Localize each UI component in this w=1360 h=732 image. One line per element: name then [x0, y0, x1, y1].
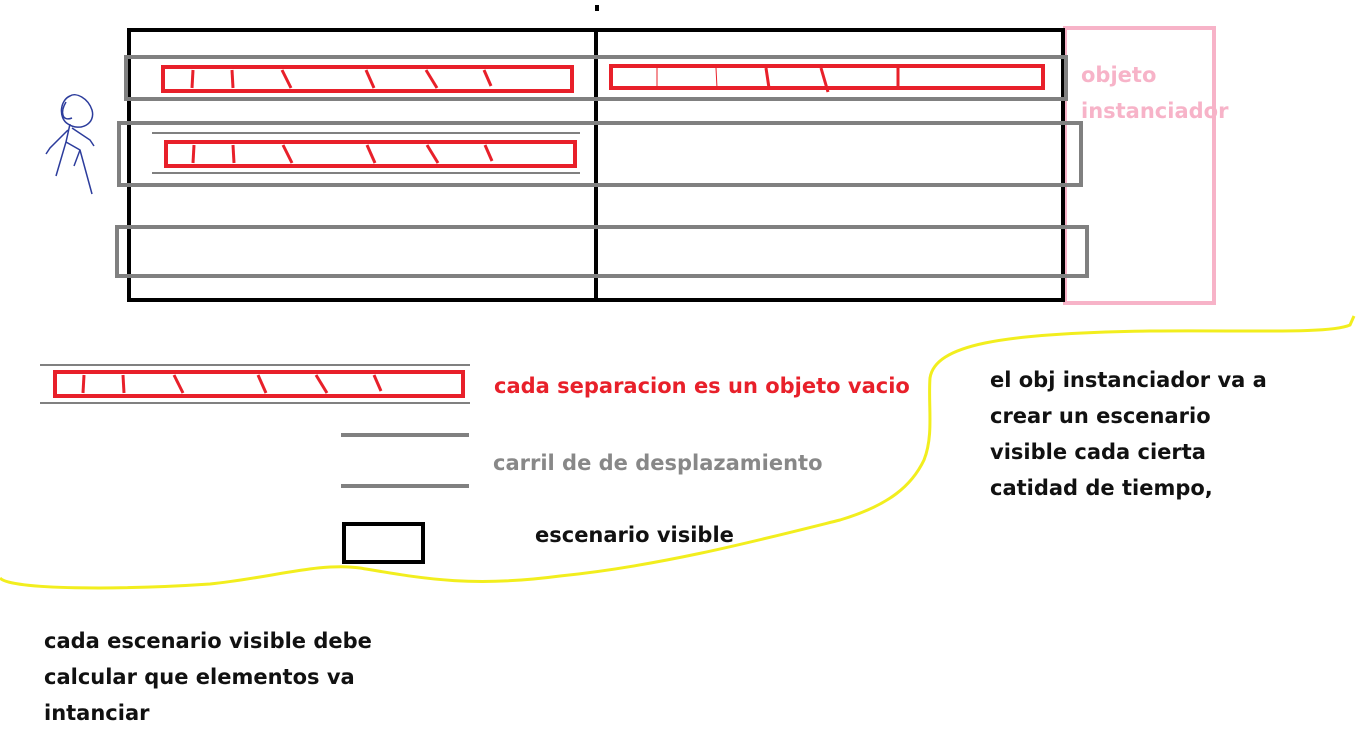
lane-3: [115, 225, 1089, 278]
yellow-boundary-line: [0, 315, 1356, 590]
stick-figure-icon: [45, 94, 95, 195]
legend-separator-swatch: [53, 370, 465, 398]
separator-lane1-right: [609, 64, 1045, 93]
legend-lane-label: carril de de desplazamiento: [493, 451, 823, 475]
legend-scenario-swatch: [342, 522, 425, 564]
legend-scenario-label: escenario visible: [535, 523, 734, 547]
scenario-box-right: [594, 28, 1065, 302]
separator-lane1-left: [161, 65, 574, 93]
legend-separator-label: cada separacion es un objeto vacio: [494, 374, 910, 398]
note-escenario: cada escenario visible debe calcular que…: [44, 629, 372, 725]
instanciador-label: objeto instanciador: [1081, 63, 1229, 123]
lane-1: [124, 55, 1068, 101]
lane-2: [117, 121, 1083, 187]
separator-lane2-left: [164, 140, 577, 168]
top-dot: [595, 5, 599, 11]
note-instanciador: el obj instanciador va a crear un escena…: [990, 368, 1267, 500]
